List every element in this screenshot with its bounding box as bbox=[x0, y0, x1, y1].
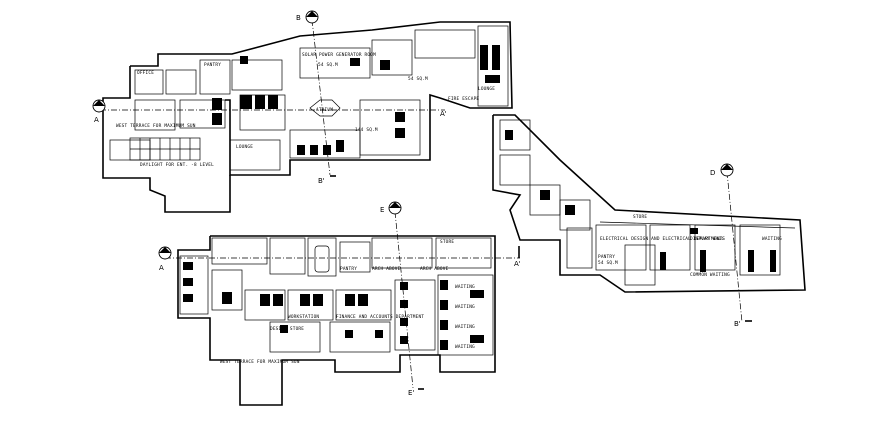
label-waiting-2: WAITING bbox=[455, 304, 475, 310]
label-area-small-ul: 54 SQ.M bbox=[408, 76, 428, 82]
label-pantry-right: PANTRY bbox=[598, 254, 615, 260]
label-common-waiting: COMMON WAITING bbox=[690, 272, 730, 278]
svg-text:A': A' bbox=[440, 110, 447, 118]
label-office: OFFICE bbox=[137, 70, 154, 76]
label-area-small-right: 54 SQ.M bbox=[598, 260, 618, 266]
marker-e-bottom: E' bbox=[408, 388, 424, 397]
label-arch-above-1: ARCH ABOVE bbox=[372, 266, 401, 272]
marker-b-bottom: B' bbox=[318, 175, 336, 185]
svg-text:E': E' bbox=[408, 389, 414, 397]
marker-a-lower-right: A' bbox=[514, 246, 521, 268]
label-arch-above-2: ARCH ABOVE bbox=[420, 266, 449, 272]
label-waiting-3: WAITING bbox=[455, 324, 475, 330]
svg-text:A: A bbox=[159, 264, 164, 272]
label-daylight: DAYLIGHT FOR ENT. -8 LEVEL bbox=[140, 162, 214, 168]
label-pantry: PANTRY bbox=[204, 62, 221, 68]
svg-text:D: D bbox=[710, 169, 715, 177]
marker-d-top: D bbox=[710, 163, 734, 177]
svg-text:E: E bbox=[380, 206, 384, 214]
label-west-terrace-upper: WEST TERRACE FOR MAXIMUM SUN bbox=[116, 123, 196, 129]
label-solar-power: SOLAR POWER GENERATOR ROOM bbox=[302, 52, 376, 58]
marker-a-left: A bbox=[92, 99, 106, 124]
label-lounge: LOUNGE bbox=[478, 86, 495, 92]
label-area-large-ul: 144 SQ.M bbox=[355, 127, 378, 133]
label-display-wall: DISPLAY WALL bbox=[690, 236, 724, 242]
label-design-store: DESIGN STORE bbox=[270, 326, 304, 332]
marker-e-top: E bbox=[380, 201, 402, 215]
lower-plan: STORE PANTRY ARCH ABOVE ARCH ABOVE WAITI… bbox=[165, 211, 520, 406]
label-waiting-4: WAITING bbox=[455, 344, 475, 350]
marker-a-lower-left: A bbox=[158, 246, 172, 272]
label-store-right: STORE bbox=[633, 214, 647, 220]
label-lounge-2: LOUNGE bbox=[236, 144, 253, 150]
label-waiting-1: WAITING bbox=[455, 284, 475, 290]
upper-left-plan: OFFICE PANTRY SOLAR POWER GENERATOR ROOM… bbox=[100, 19, 513, 213]
svg-text:A': A' bbox=[514, 260, 521, 268]
svg-text:B': B' bbox=[734, 320, 741, 328]
label-fire-escape: FIRE ESCAPE bbox=[448, 96, 479, 102]
section-markers: B B' A A' D B' E E' bbox=[92, 10, 752, 397]
label-electrical: ELECTRICAL DESIGN AND ELECTRICAL DEPARTM… bbox=[600, 236, 725, 242]
label-pantry-lower: PANTRY bbox=[340, 266, 357, 272]
marker-b-top: B bbox=[296, 10, 319, 24]
label-area-solar: 54 SQ.M bbox=[318, 62, 338, 68]
marker-a-right: A' bbox=[440, 110, 447, 118]
label-atrium: ATRIUM bbox=[316, 107, 333, 113]
label-workstation: WORKSTATION bbox=[288, 314, 319, 320]
label-store-lower: STORE bbox=[440, 239, 454, 245]
terrace-grid bbox=[129, 137, 201, 161]
label-finance: FINANCE AND ACCOUNTS DEPARTMENT bbox=[336, 314, 424, 320]
label-waiting-right: WAITING bbox=[762, 236, 782, 242]
svg-text:A: A bbox=[94, 116, 99, 124]
marker-d-bottom: B' bbox=[734, 320, 752, 328]
label-west-terrace-lower: WEST TERRACE FOR MAXIMUM SUN bbox=[220, 359, 300, 365]
svg-text:B': B' bbox=[318, 177, 325, 185]
right-plan: STORE ELECTRICAL DESIGN AND ELECTRICAL D… bbox=[492, 114, 806, 323]
svg-text:B: B bbox=[296, 14, 301, 22]
